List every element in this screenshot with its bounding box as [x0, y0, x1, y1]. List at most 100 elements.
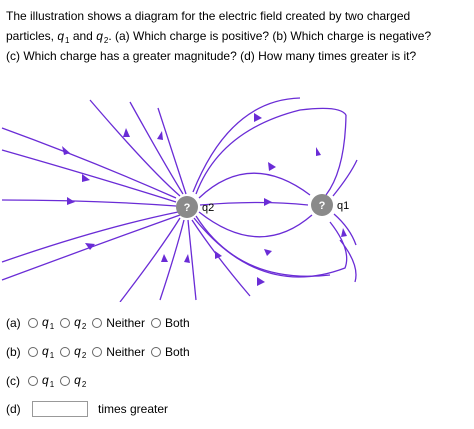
arrowheads [62, 113, 347, 286]
answer-row-c: (c) q1 q2 [6, 371, 92, 391]
radio-button[interactable] [92, 347, 103, 357]
field-lines [1, 97, 358, 302]
symbol-q1: q1 [42, 344, 54, 360]
option-b-q1[interactable]: q1 [28, 344, 54, 360]
symbol-q2: q2 [74, 344, 86, 360]
field-line [157, 107, 187, 195]
option-label: Both [164, 345, 190, 359]
q-subscript: 2 [81, 351, 87, 360]
radio-button[interactable] [60, 376, 71, 386]
electric-field-diagram: ? q2 ? q1 [1, 97, 358, 302]
q-letter: q [42, 373, 49, 387]
field-line [1, 127, 177, 199]
field-line [89, 99, 181, 197]
field-line [339, 239, 357, 283]
arrowhead [254, 113, 262, 122]
option-b-q2[interactable]: q2 [60, 344, 86, 360]
charge-q2-circle [176, 196, 198, 218]
option-label: Neither [106, 316, 145, 330]
arrowhead [316, 147, 321, 156]
field-line [187, 219, 197, 301]
arrowhead [161, 254, 168, 262]
field-line [1, 214, 181, 281]
option-a-q1[interactable]: q1 [28, 315, 54, 331]
field-line [191, 219, 251, 297]
q-letter: q [42, 315, 49, 329]
radio-button[interactable] [28, 318, 38, 328]
charge-q1: ? q1 [311, 194, 349, 216]
arrowhead [157, 131, 163, 140]
field-line [193, 217, 348, 278]
arrowhead [264, 249, 272, 256]
option-c-q1[interactable]: q1 [28, 373, 54, 389]
question-line-2-and: and [69, 29, 97, 43]
option-b-both[interactable]: Both [150, 345, 190, 359]
radio-button[interactable] [28, 376, 38, 386]
symbol-q2: q2 [74, 315, 86, 331]
option-a-both[interactable]: Both [150, 316, 190, 330]
field-line [159, 219, 185, 301]
q-subscript: 1 [49, 351, 55, 360]
q-subscript: 2 [81, 322, 87, 331]
answer-row-b: (b) q1 q2 Neither Both [6, 342, 196, 362]
radio-button[interactable] [60, 347, 71, 357]
question-line-3: (c) Which charge has a greater magnitude… [6, 49, 417, 63]
option-label: Both [164, 316, 190, 330]
q-subscript: 1 [49, 380, 55, 389]
arrowhead [264, 198, 272, 206]
symbol-q1: q1 [42, 373, 54, 389]
field-line [119, 217, 181, 302]
question-text: The illustration shows a diagram for the… [6, 6, 470, 66]
symbol-q2: q2 [96, 29, 109, 45]
q-letter: q [74, 315, 81, 329]
option-a-neither[interactable]: Neither [92, 316, 145, 330]
answer-label-c: (c) [6, 374, 20, 388]
q-subscript: 1 [65, 36, 70, 45]
q-letter: q [42, 344, 49, 358]
field-line [195, 215, 331, 277]
arrowhead [268, 162, 276, 171]
charge-q1-label: q1 [337, 200, 349, 212]
q-subscript: 2 [103, 36, 109, 45]
radio-button[interactable] [92, 318, 103, 328]
arrowhead [85, 243, 95, 250]
arrowhead [82, 174, 90, 182]
charge-q2-label: q2 [202, 202, 214, 214]
field-line [195, 107, 347, 195]
field-line [129, 101, 184, 195]
field-line [333, 213, 357, 246]
answer-label-a: (a) [6, 316, 21, 330]
question-line-2-end: . (a) Which charge is positive? (b) Whic… [108, 29, 432, 43]
option-label: Neither [106, 345, 145, 359]
answer-label-b: (b) [6, 345, 21, 359]
radio-button[interactable] [150, 318, 161, 328]
charge-q1-badge: ? [319, 200, 326, 212]
answer-label-d: (d) [6, 402, 21, 416]
symbol-q2: q2 [74, 373, 86, 389]
answer-row-d: (d) times greater [6, 399, 168, 419]
field-line [332, 159, 358, 197]
question-line-1: The illustration shows a diagram for the… [6, 9, 411, 23]
field-line [199, 201, 309, 206]
arrowhead [67, 197, 75, 205]
symbol-q1: q1 [57, 29, 70, 45]
option-b-neither[interactable]: Neither [92, 345, 145, 359]
arrowhead [215, 251, 222, 259]
arrowhead [123, 128, 130, 137]
question-line-2-start: particles, [6, 29, 58, 43]
option-a-q2[interactable]: q2 [60, 315, 86, 331]
radio-button[interactable] [150, 347, 161, 357]
arrowhead [257, 277, 265, 286]
radio-button[interactable] [60, 318, 71, 328]
charge-q2-badge: ? [184, 202, 191, 214]
field-line [1, 149, 177, 203]
option-c-q2[interactable]: q2 [60, 373, 86, 389]
field-line [198, 172, 311, 199]
times-greater-label: times greater [98, 402, 169, 416]
question-line-2: particles, q1 and q2. (a) Which charge i… [6, 26, 470, 46]
times-greater-input[interactable] [32, 401, 88, 417]
radio-button[interactable] [28, 347, 38, 357]
q-letter: q [74, 373, 81, 387]
field-line [1, 199, 177, 207]
answer-row-a: (a) q1 q2 Neither Both [6, 313, 196, 333]
